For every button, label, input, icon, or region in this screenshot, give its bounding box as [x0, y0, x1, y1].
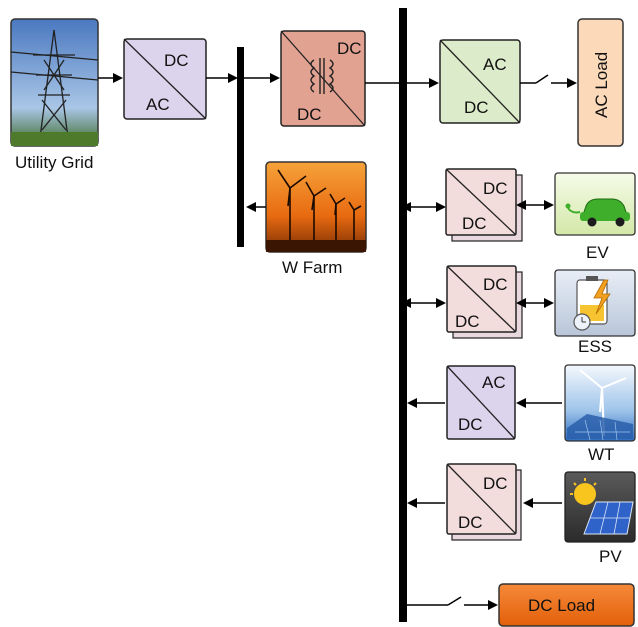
ac-bus-left — [237, 47, 244, 247]
dc-load-box — [498, 583, 635, 627]
wind-farm-image — [265, 161, 367, 253]
ac-load-box — [577, 18, 624, 147]
wt-caption: WT — [588, 445, 614, 464]
ac-load-label: AC Load — [592, 52, 611, 118]
transformer — [280, 30, 366, 127]
ev-converter-top-label: DC — [483, 179, 508, 198]
wind-turbine-icon — [564, 364, 636, 442]
ess-converter — [446, 265, 523, 339]
transformer-bottom-label: DC — [297, 105, 322, 124]
wind-farm-caption: W Farm — [282, 258, 342, 277]
pv-converter — [446, 463, 522, 541]
grid-converter — [123, 38, 207, 120]
dc-bus-main — [399, 8, 407, 622]
pv-converter-bottom-label: DC — [458, 513, 483, 532]
ac-load-converter-bottom-label: DC — [464, 98, 489, 117]
ess-caption: ESS — [578, 337, 612, 356]
transformer-coil-icon — [310, 58, 334, 94]
battery-storage-icon — [554, 269, 636, 337]
utility-grid-caption: Utility Grid — [15, 153, 93, 172]
ac-load-converter-top-label: AC — [483, 55, 507, 74]
ev-caption: EV — [586, 243, 609, 262]
dc-load-label: DC Load — [528, 596, 595, 615]
ac-load-converter — [439, 39, 521, 124]
wt-converter-bottom-label: DC — [458, 415, 483, 434]
ev-converter — [445, 168, 523, 242]
ev-car-icon — [554, 172, 636, 236]
transformer-top-label: DC — [337, 39, 362, 58]
grid-converter-top-label: DC — [164, 51, 189, 70]
pv-converter-top-label: DC — [483, 474, 508, 493]
ac-load-switch — [520, 74, 577, 88]
wt-converter-top-label: AC — [482, 373, 506, 392]
dc-load-switch — [407, 596, 498, 610]
solar-panel-icon — [564, 471, 636, 543]
grid-converter-bottom-label: AC — [146, 95, 170, 114]
ess-converter-bottom-label: DC — [455, 312, 480, 331]
pv-caption: PV — [599, 547, 622, 566]
ess-converter-top-label: DC — [483, 275, 508, 294]
utility-grid-image — [10, 18, 99, 147]
ev-converter-bottom-label: DC — [462, 214, 487, 233]
wt-converter — [446, 365, 516, 440]
